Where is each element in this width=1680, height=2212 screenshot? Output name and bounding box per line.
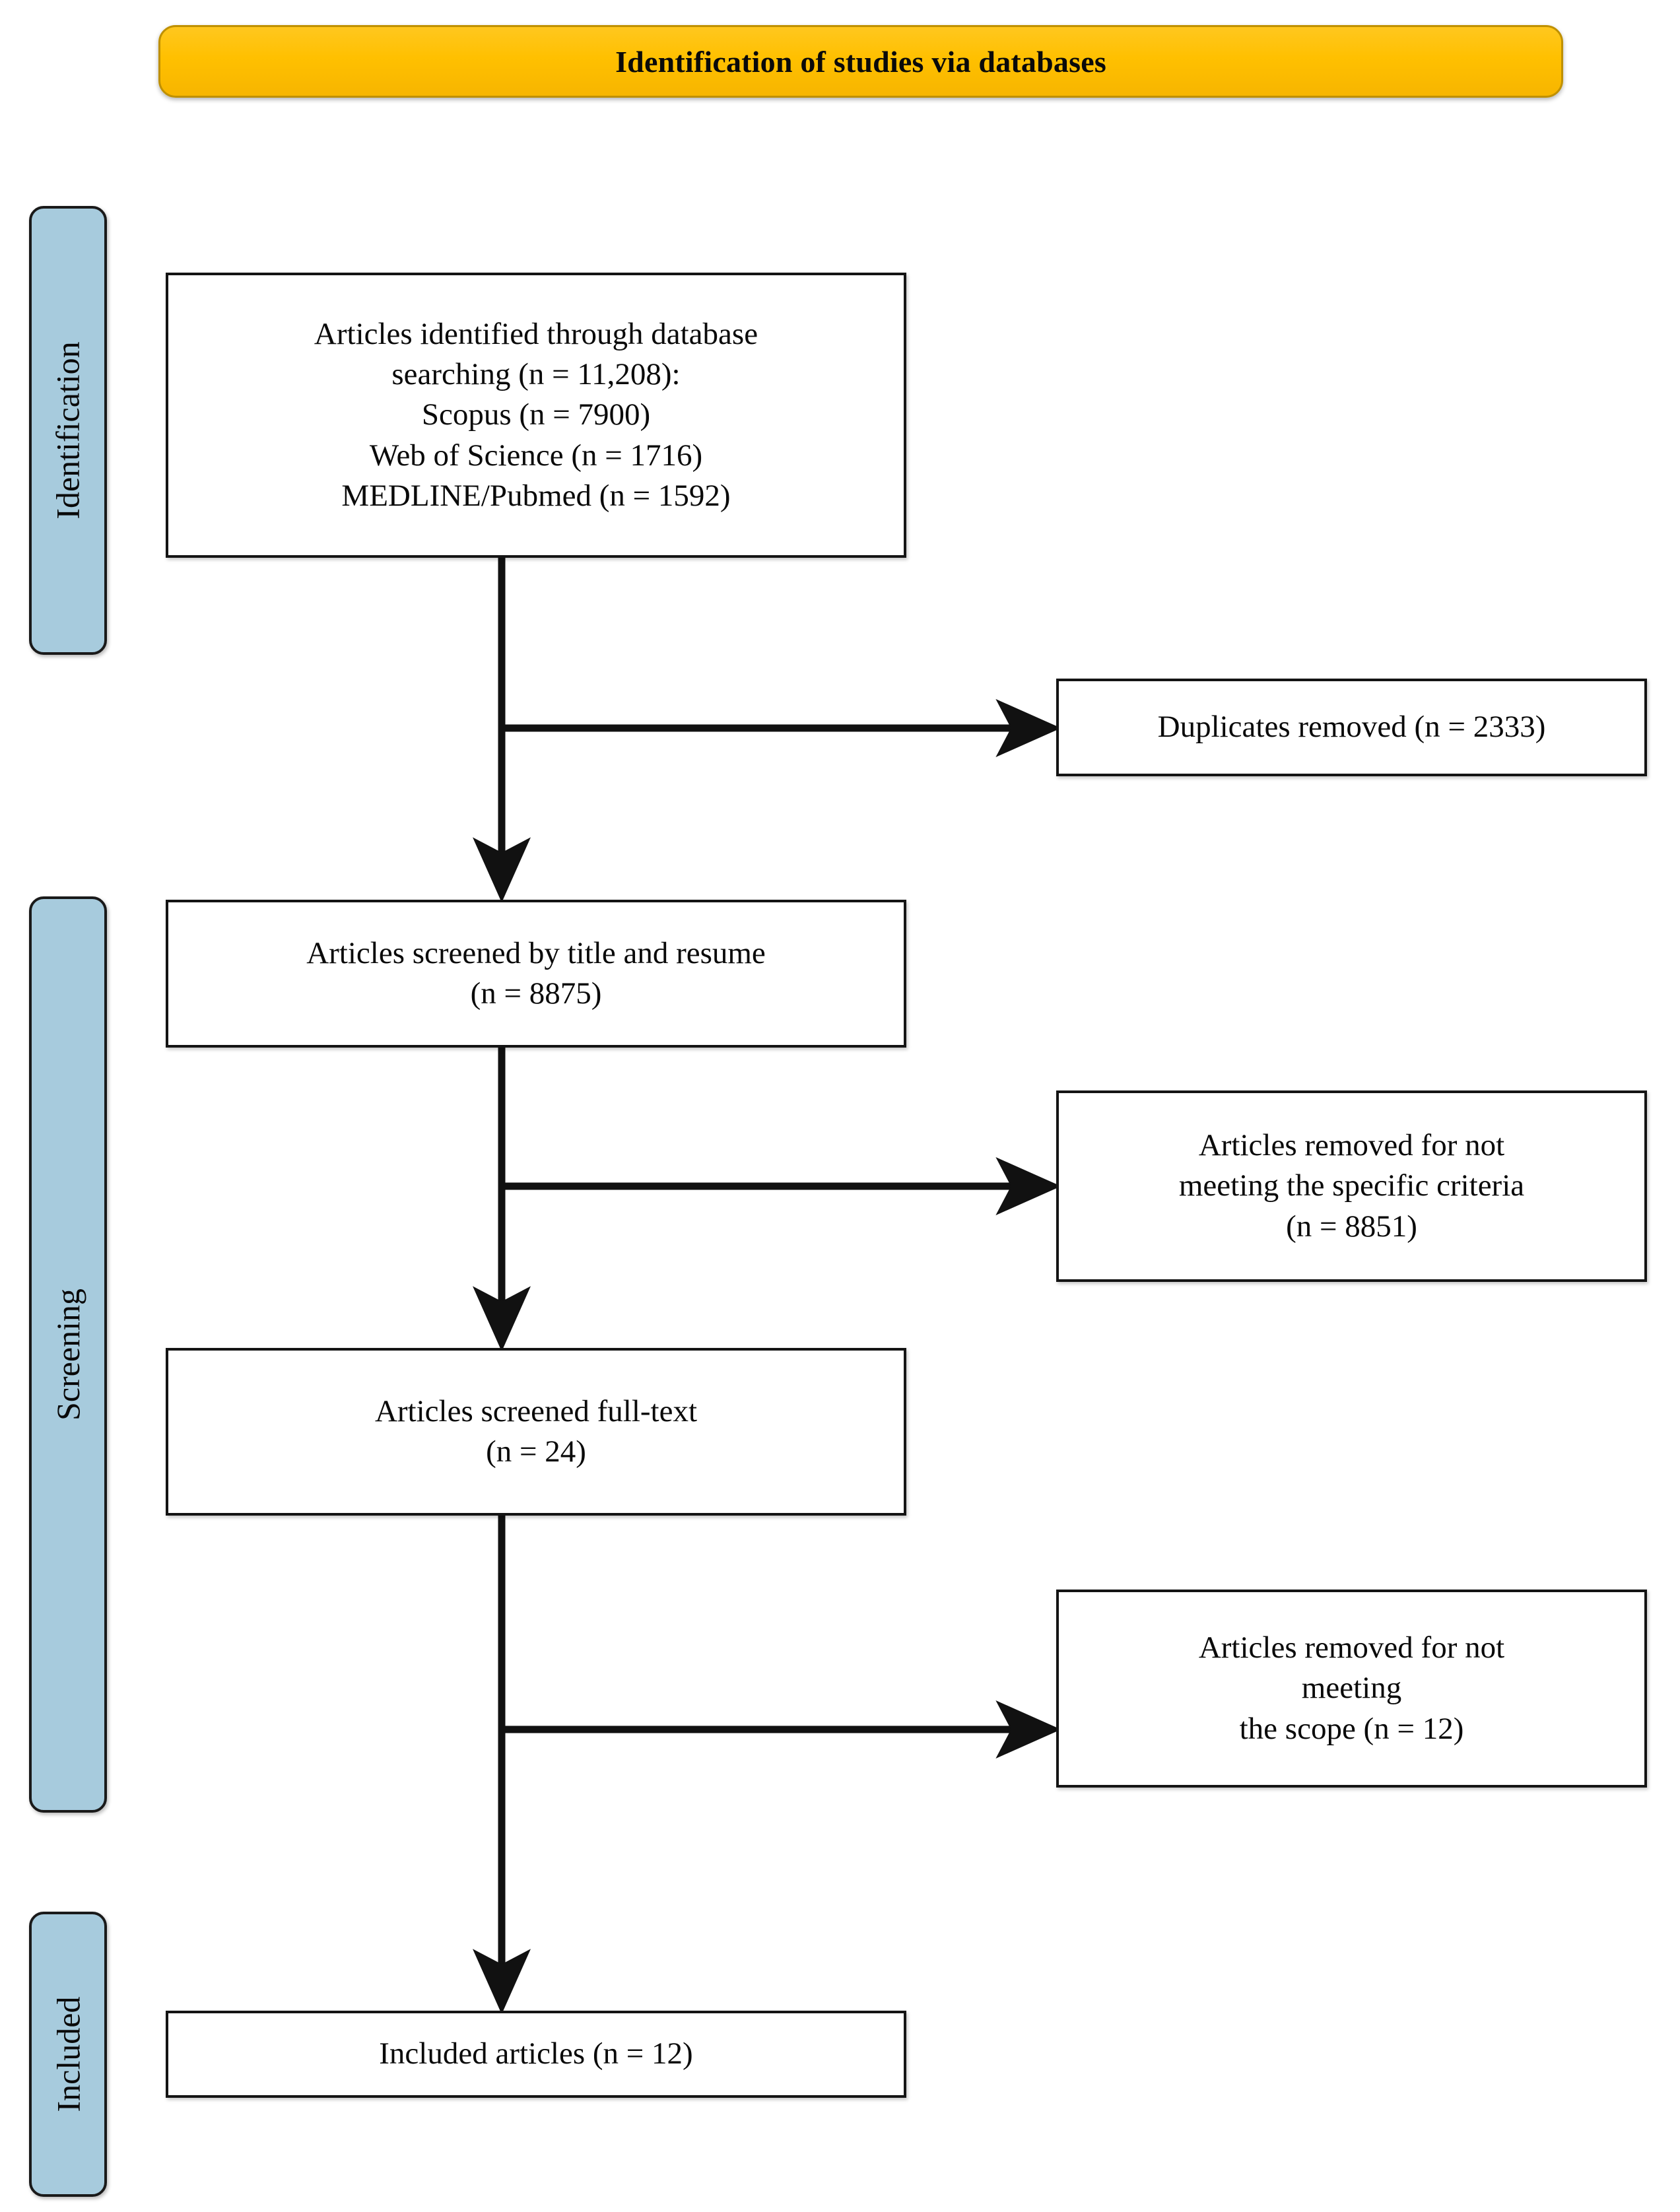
flow-line: Scopus (n = 7900) — [421, 397, 651, 432]
flow-box-included-articles: Included articles (n = 12) — [166, 2011, 906, 2098]
stage-band-identification-label: Identification — [50, 341, 86, 519]
flow-line: (n = 8875) — [470, 976, 602, 1011]
flow-box-duplicates-removed: Duplicates removed (n = 2333) — [1056, 679, 1647, 776]
stage-band-screening-label: Screening — [50, 1289, 86, 1421]
stage-band-included-label: Included — [50, 1996, 86, 2112]
flow-box-screened-fulltext: Articles screened full-text (n = 24) — [166, 1348, 906, 1516]
flow-line: Duplicates removed (n = 2333) — [1157, 710, 1546, 745]
flow-line: Articles identified through database — [314, 317, 758, 352]
stage-band-identification: Identification — [29, 206, 107, 655]
flow-line: meeting — [1301, 1671, 1402, 1706]
flow-line: Web of Science (n = 1716) — [369, 438, 703, 473]
flow-line: meeting the specific criteria — [1178, 1168, 1525, 1203]
flow-line: MEDLINE/Pubmed (n = 1592) — [341, 478, 731, 513]
flow-line: (n = 8851) — [1286, 1209, 1417, 1244]
flow-line: Articles screened by title and resume — [306, 935, 766, 970]
flow-line: searching (n = 11,208): — [391, 357, 681, 392]
page-title: Identification of studies via databases — [615, 44, 1106, 79]
stage-band-included: Included — [29, 1912, 107, 2197]
flow-box-removed-not-meeting-criteria: Articles removed for not meeting the spe… — [1056, 1090, 1647, 1282]
flow-box-removed-not-meeting-scope: Articles removed for not meeting the sco… — [1056, 1590, 1647, 1788]
flow-box-screened-title-resume: Articles screened by title and resume (n… — [166, 900, 906, 1048]
flow-line: Articles screened full-text — [374, 1393, 698, 1428]
flow-line: Included articles (n = 12) — [379, 2036, 693, 2071]
flow-line: (n = 24) — [486, 1434, 586, 1469]
flow-box-articles-identified: Articles identified through database sea… — [166, 273, 906, 558]
stage-band-screening: Screening — [29, 896, 107, 1813]
flow-line: Articles removed for not — [1198, 1630, 1505, 1665]
flow-line: Articles removed for not — [1198, 1128, 1505, 1163]
flow-line: the scope (n = 12) — [1239, 1711, 1464, 1746]
diagram-header-banner: Identification of studies via databases — [158, 25, 1563, 98]
